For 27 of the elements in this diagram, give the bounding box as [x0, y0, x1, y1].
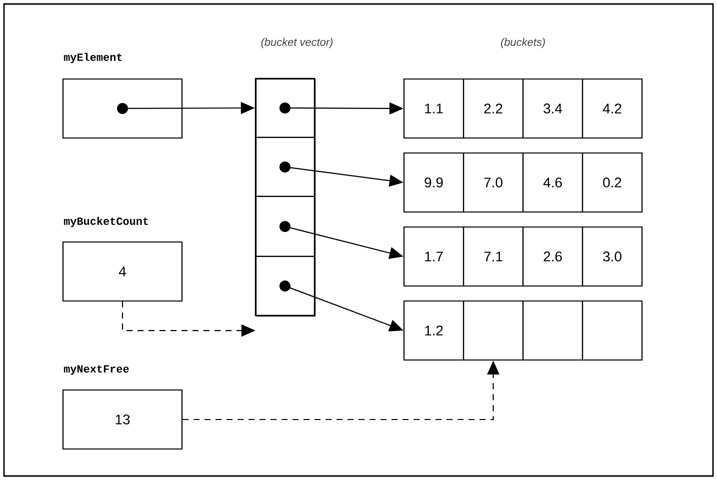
bucket-cell: 9.9: [403, 152, 464, 213]
variable-box: 13: [62, 389, 183, 450]
bucket-cell: [522, 300, 584, 361]
variable-name: myNextFree: [64, 365, 129, 375]
bucket-cell: 2.6: [522, 226, 584, 287]
variable-name: myBucketCount: [64, 216, 148, 228]
vector-cell: [254, 136, 315, 197]
bucket-cell: 4.6: [522, 152, 584, 213]
group-heading: (buckets): [500, 38, 545, 48]
bucket-cell: 0.2: [582, 152, 643, 213]
bucket-cell: 7.1: [462, 226, 524, 287]
bucket-cell: 7.0: [462, 152, 524, 213]
group-heading: (bucket vector): [261, 38, 333, 48]
vector-cell: [254, 78, 315, 138]
bucket-cell: 1.2: [403, 300, 464, 361]
vector-cell: [254, 196, 315, 257]
bucket-cell: 3.0: [582, 226, 643, 287]
bucket-cell: 4.2: [582, 78, 643, 139]
bucket-cell: 3.4: [522, 78, 584, 139]
bucket-cell: 1.7: [403, 226, 464, 287]
variable-name: myElement: [64, 52, 122, 64]
bucket-cell: [582, 300, 643, 361]
bucket-cell: [462, 300, 524, 361]
bucket-cell: 2.2: [462, 78, 524, 139]
vector-cell: [254, 256, 315, 316]
variable-box: 4: [62, 241, 183, 302]
bucket-cell: 1.1: [403, 78, 464, 139]
